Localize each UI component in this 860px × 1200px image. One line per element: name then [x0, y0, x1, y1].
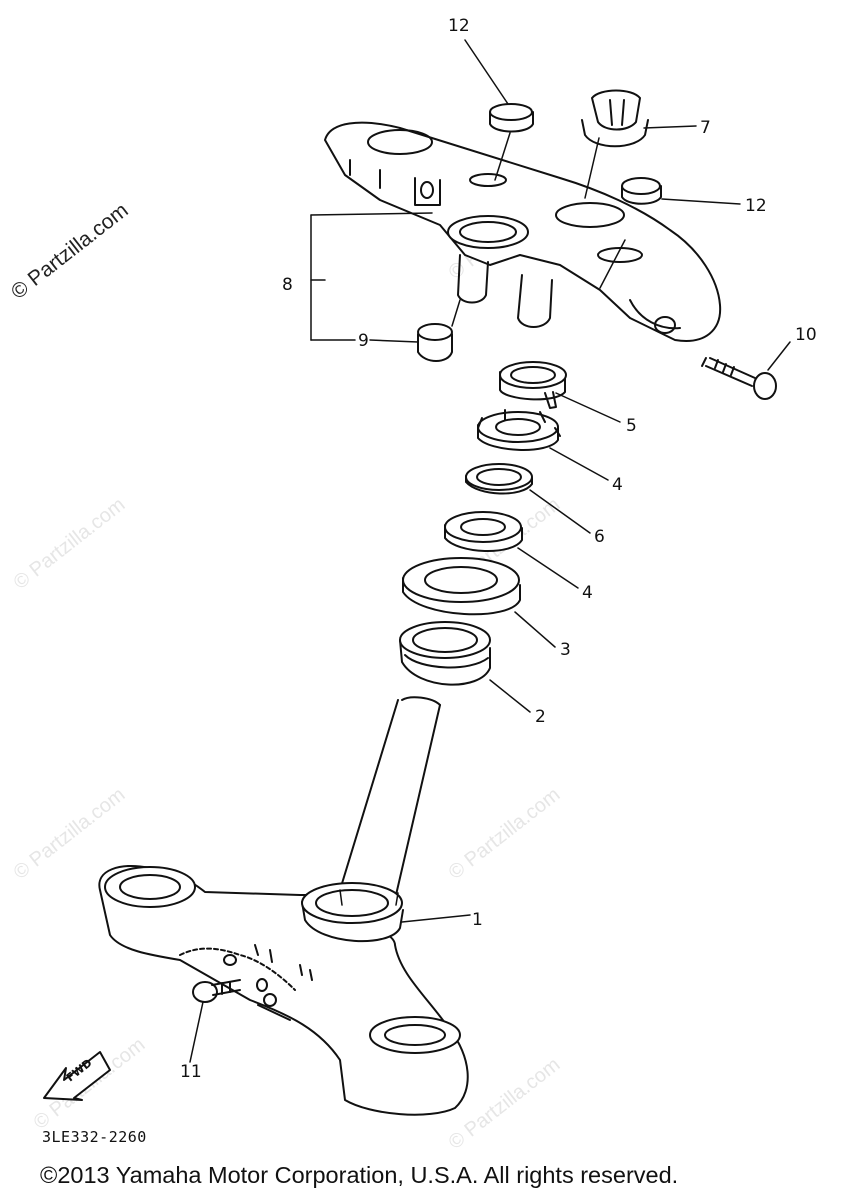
copyright-notice: ©2013 Yamaha Motor Corporation, U.S.A. A… — [40, 1162, 679, 1188]
callout-1: 1 — [472, 910, 483, 930]
nut-7 — [581, 89, 649, 148]
callout-11: 11 — [180, 1062, 202, 1082]
cap-9 — [417, 323, 453, 362]
upper-bracket — [324, 121, 722, 342]
screw-11 — [192, 979, 241, 1003]
callout-4-upper: 4 — [612, 475, 623, 495]
diagram-code: 3LE332-2260 — [42, 1128, 147, 1146]
callout-4-lower: 4 — [582, 583, 593, 603]
callout-12-right: 12 — [745, 196, 767, 216]
ring-nut-4-lower — [444, 511, 523, 552]
bolt-10 — [701, 357, 777, 400]
callout-9: 9 — [358, 331, 369, 351]
callout-3: 3 — [560, 640, 571, 660]
cap-12-top — [489, 103, 534, 133]
lower-bracket — [98, 865, 469, 1116]
callout-labels: 12 7 12 8 9 10 5 4 6 4 3 2 1 11 — [180, 16, 817, 1082]
ring-nut-5 — [499, 361, 567, 409]
washer-6 — [465, 463, 533, 495]
callout-10: 10 — [795, 325, 817, 345]
watermark-primary: © Partzilla.com — [7, 199, 133, 304]
leader-lines — [189, 39, 791, 1063]
watermark-text: © Partzilla.com — [445, 784, 565, 884]
bearing-race-3 — [402, 557, 521, 616]
callout-5: 5 — [626, 416, 637, 436]
watermark-text: © Partzilla.com — [10, 494, 130, 594]
ring-nut-4-upper — [477, 409, 561, 451]
bearing-2 — [399, 621, 491, 686]
callout-6: 6 — [594, 527, 605, 547]
callout-2: 2 — [535, 707, 546, 727]
fwd-arrow-icon: FWD — [43, 1051, 111, 1101]
callout-12-top: 12 — [448, 16, 470, 36]
callout-8: 8 — [282, 275, 293, 295]
callout-7: 7 — [700, 118, 711, 138]
cap-12-right — [621, 177, 662, 205]
bearing-seat-1 — [301, 882, 404, 943]
steering-stem-shaft — [339, 696, 441, 896]
